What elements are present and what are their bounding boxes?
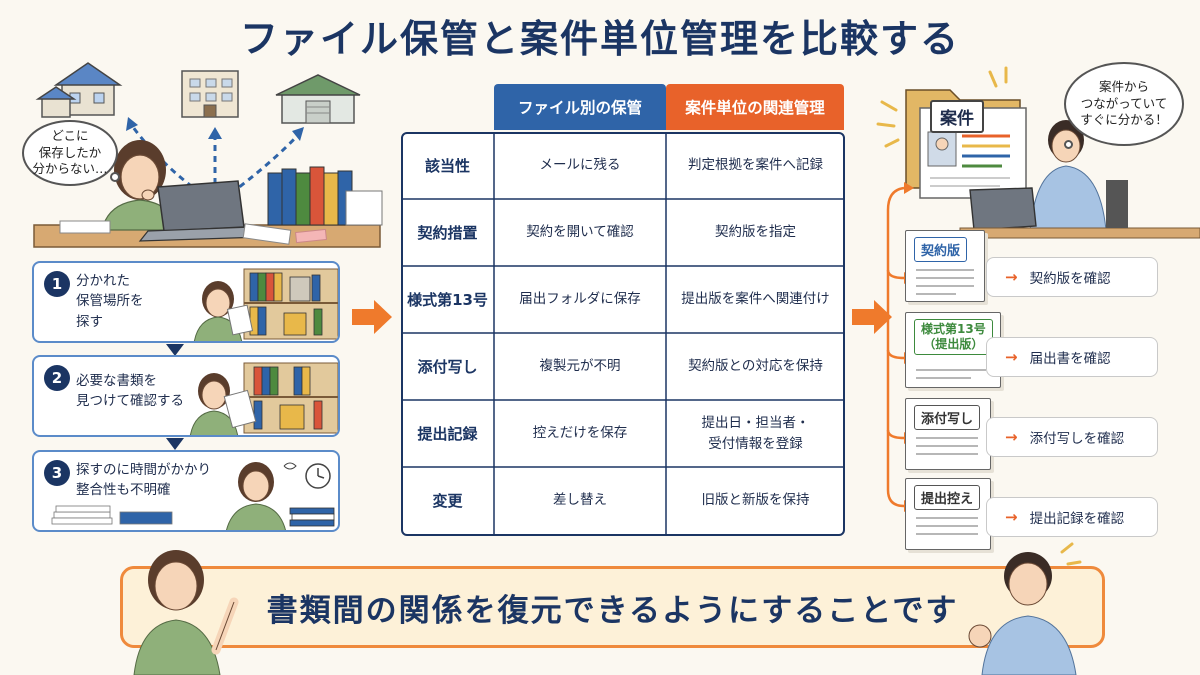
cell-file-storage: 控えだけを保存 bbox=[532, 425, 628, 442]
step-number: 1 bbox=[44, 271, 70, 297]
confirm-label: 届出書を確認 bbox=[1029, 351, 1111, 367]
cell-case-management: 契約版を指定 bbox=[715, 224, 796, 241]
step-down-arrow bbox=[166, 438, 184, 450]
right-arrow-icon bbox=[852, 300, 892, 334]
office-building-icon bbox=[181, 70, 239, 118]
arrow-right-icon: → bbox=[1005, 348, 1018, 366]
confirm-notification: → 届出書を確認 bbox=[986, 337, 1158, 377]
worry-speech-bubble: どこに 保存したか 分からない… bbox=[22, 120, 118, 186]
column-header-case: 案件単位の関連管理 bbox=[666, 84, 844, 130]
doc-label: 契約版 bbox=[914, 237, 968, 262]
doc-label: 様式第13号 （提出版） bbox=[914, 319, 993, 355]
bubble-tail bbox=[1064, 140, 1073, 149]
arrow-right-icon: → bbox=[1005, 428, 1018, 446]
scattered-storage-illustration bbox=[33, 62, 383, 248]
cell-file-storage: 差し替え bbox=[553, 492, 607, 509]
document-check-illustration bbox=[189, 362, 338, 435]
arrow-right-icon: → bbox=[1005, 508, 1018, 526]
arrow-right-icon: → bbox=[1005, 268, 1018, 286]
folder-label: 案件 bbox=[930, 100, 984, 133]
happy-man-illustration bbox=[968, 542, 1082, 675]
row-label: 変更 bbox=[432, 492, 463, 510]
cell-file-storage: メールに残る bbox=[539, 157, 621, 174]
binders-icon bbox=[267, 166, 383, 226]
step-number: 2 bbox=[44, 365, 70, 391]
bubble-tail bbox=[110, 172, 120, 182]
house-icon bbox=[35, 62, 123, 118]
cell-case-management: 契約版との対応を保持 bbox=[688, 358, 823, 375]
cell-case-management: 提出版を案件へ関連付け bbox=[681, 291, 830, 308]
confirm-contract: → 契約版を確認 bbox=[986, 257, 1158, 297]
confirm-submission: → 提出記録を確認 bbox=[986, 497, 1158, 537]
confident-man-illustration bbox=[959, 120, 1200, 239]
step-text: 探すのに時間がかかり 整合性も不明確 bbox=[76, 462, 211, 499]
step-3-card: 3 探すのに時間がかかり 整合性も不明確 bbox=[32, 450, 340, 532]
row-label: 様式第13号 bbox=[407, 291, 488, 309]
conclusion-banner bbox=[120, 566, 1105, 648]
step-text: 必要な書類を 見つけて確認する bbox=[76, 373, 184, 410]
row-label: 提出記録 bbox=[417, 425, 478, 443]
step-text: 分かれた 保管場所を 探す bbox=[76, 273, 144, 330]
conclusion-text: 書類間の関係を復元できるようにすることです bbox=[266, 592, 959, 629]
warehouse-icon bbox=[275, 74, 361, 124]
doc-label: 添付写し bbox=[914, 405, 981, 430]
row-label: 添付写し bbox=[417, 358, 478, 376]
doc-attachment-copy: 添付写し bbox=[905, 398, 991, 470]
confirm-label: 提出記録を確認 bbox=[1029, 511, 1125, 527]
step-1-card: 1 分かれた 保管場所を 探す bbox=[32, 261, 340, 343]
step-down-arrow bbox=[166, 344, 184, 356]
overwhelmed-illustration bbox=[51, 462, 335, 530]
cell-case-management: 判定根拠を案件へ記録 bbox=[688, 157, 823, 174]
cell-case-management: 提出日・担当者・ 受付情報を登録 bbox=[701, 414, 810, 452]
pointing-woman-illustration bbox=[133, 550, 239, 675]
right-arrow-icon bbox=[352, 300, 392, 334]
worried-woman-illustration bbox=[101, 140, 179, 231]
confirm-attachment: → 添付写しを確認 bbox=[986, 417, 1158, 457]
shelf-search-illustration bbox=[193, 268, 338, 341]
step-number: 3 bbox=[44, 460, 70, 486]
cell-case-management: 旧版と新版を保持 bbox=[701, 492, 810, 509]
doc-form-13: 様式第13号 （提出版） bbox=[905, 312, 1001, 388]
row-label: 契約措置 bbox=[417, 224, 478, 242]
column-header-file: ファイル別の保管 bbox=[494, 84, 666, 130]
relief-speech-bubble: 案件から つながっていて すぐに分かる！ bbox=[1064, 62, 1184, 146]
doc-contract: 契約版 bbox=[905, 230, 985, 302]
confirm-label: 添付写しを確認 bbox=[1029, 431, 1125, 447]
cell-file-storage: 届出フォルダに保存 bbox=[519, 291, 641, 308]
table-grid bbox=[401, 132, 845, 536]
cell-file-storage: 複製元が不明 bbox=[539, 358, 621, 375]
cell-file-storage: 契約を開いて確認 bbox=[526, 224, 634, 241]
page-title: ファイル保管と案件単位管理を比較する bbox=[239, 17, 960, 61]
confirm-label: 契約版を確認 bbox=[1029, 271, 1111, 287]
step-2-card: 2 必要な書類を 見つけて確認する bbox=[32, 355, 340, 437]
row-label: 該当性 bbox=[424, 157, 470, 175]
doc-label: 提出控え bbox=[914, 485, 981, 510]
